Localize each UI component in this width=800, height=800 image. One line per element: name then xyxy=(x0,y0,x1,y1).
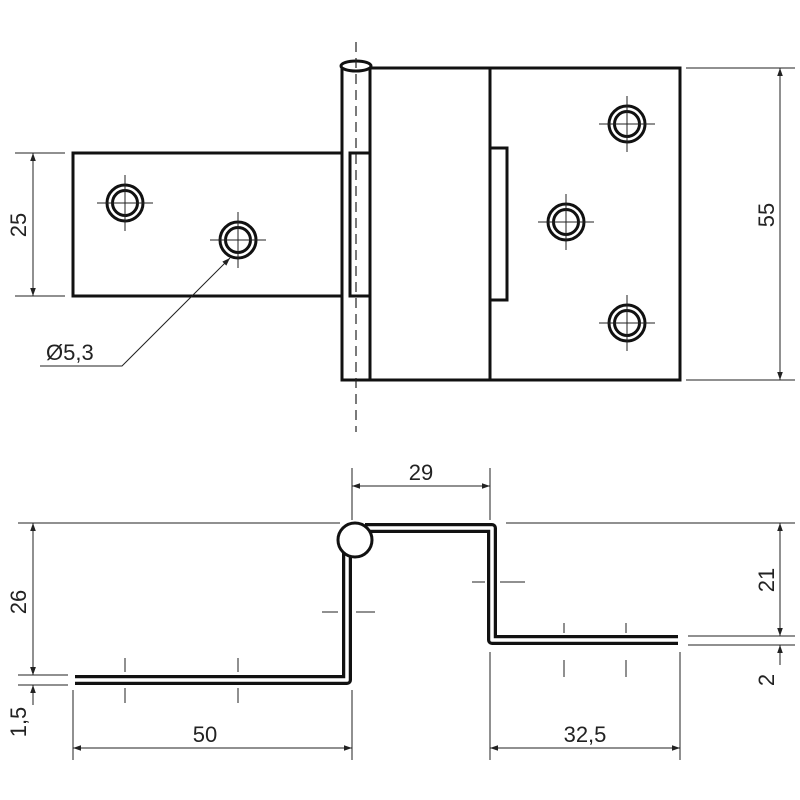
dimension-1-5: 1,5 xyxy=(6,660,36,738)
dimension-2: 2 xyxy=(754,645,783,686)
mounting-hole-icon xyxy=(599,295,655,351)
dimension-55: 55 xyxy=(686,67,795,381)
dimension-label: 29 xyxy=(409,460,433,485)
left-leaf xyxy=(71,151,354,298)
dimension-label: 25 xyxy=(6,213,31,237)
dimension-26: 26 xyxy=(6,523,68,686)
dimension-21: 21 xyxy=(688,523,795,646)
dimension-29: 29 xyxy=(351,460,491,520)
side-view: 29 26 1,5 50 32,5 xyxy=(6,460,795,760)
dimension-50: 50 xyxy=(72,690,353,760)
slot xyxy=(488,146,509,302)
pin-section xyxy=(336,521,374,559)
dimension-label: Ø5,3 xyxy=(46,340,94,365)
dimension-label: 32,5 xyxy=(564,722,607,747)
dimension-label: 26 xyxy=(6,590,31,614)
top-view: 25 55 Ø5,3 xyxy=(6,42,795,432)
mounting-hole-icon xyxy=(97,175,153,231)
pin-knuckle-segment xyxy=(348,151,372,298)
dimension-label: 2 xyxy=(754,674,779,686)
dimension-32-5: 32,5 xyxy=(489,652,681,760)
dimension-label: 1,5 xyxy=(6,707,31,738)
dimension-label: 50 xyxy=(193,722,217,747)
mounting-hole-icon xyxy=(538,194,594,250)
dimension-25: 25 xyxy=(6,152,65,297)
left-leaf-profile xyxy=(75,550,352,685)
hole-diameter-leader: Ø5,3 xyxy=(40,257,231,367)
dimension-label: 55 xyxy=(754,203,779,227)
right-leaf-profile xyxy=(365,523,678,645)
mounting-holes xyxy=(97,96,655,351)
hole-marks xyxy=(124,581,627,703)
mounting-hole-icon xyxy=(210,212,266,268)
dimension-label: 21 xyxy=(754,568,779,592)
mounting-hole-icon xyxy=(599,96,655,152)
